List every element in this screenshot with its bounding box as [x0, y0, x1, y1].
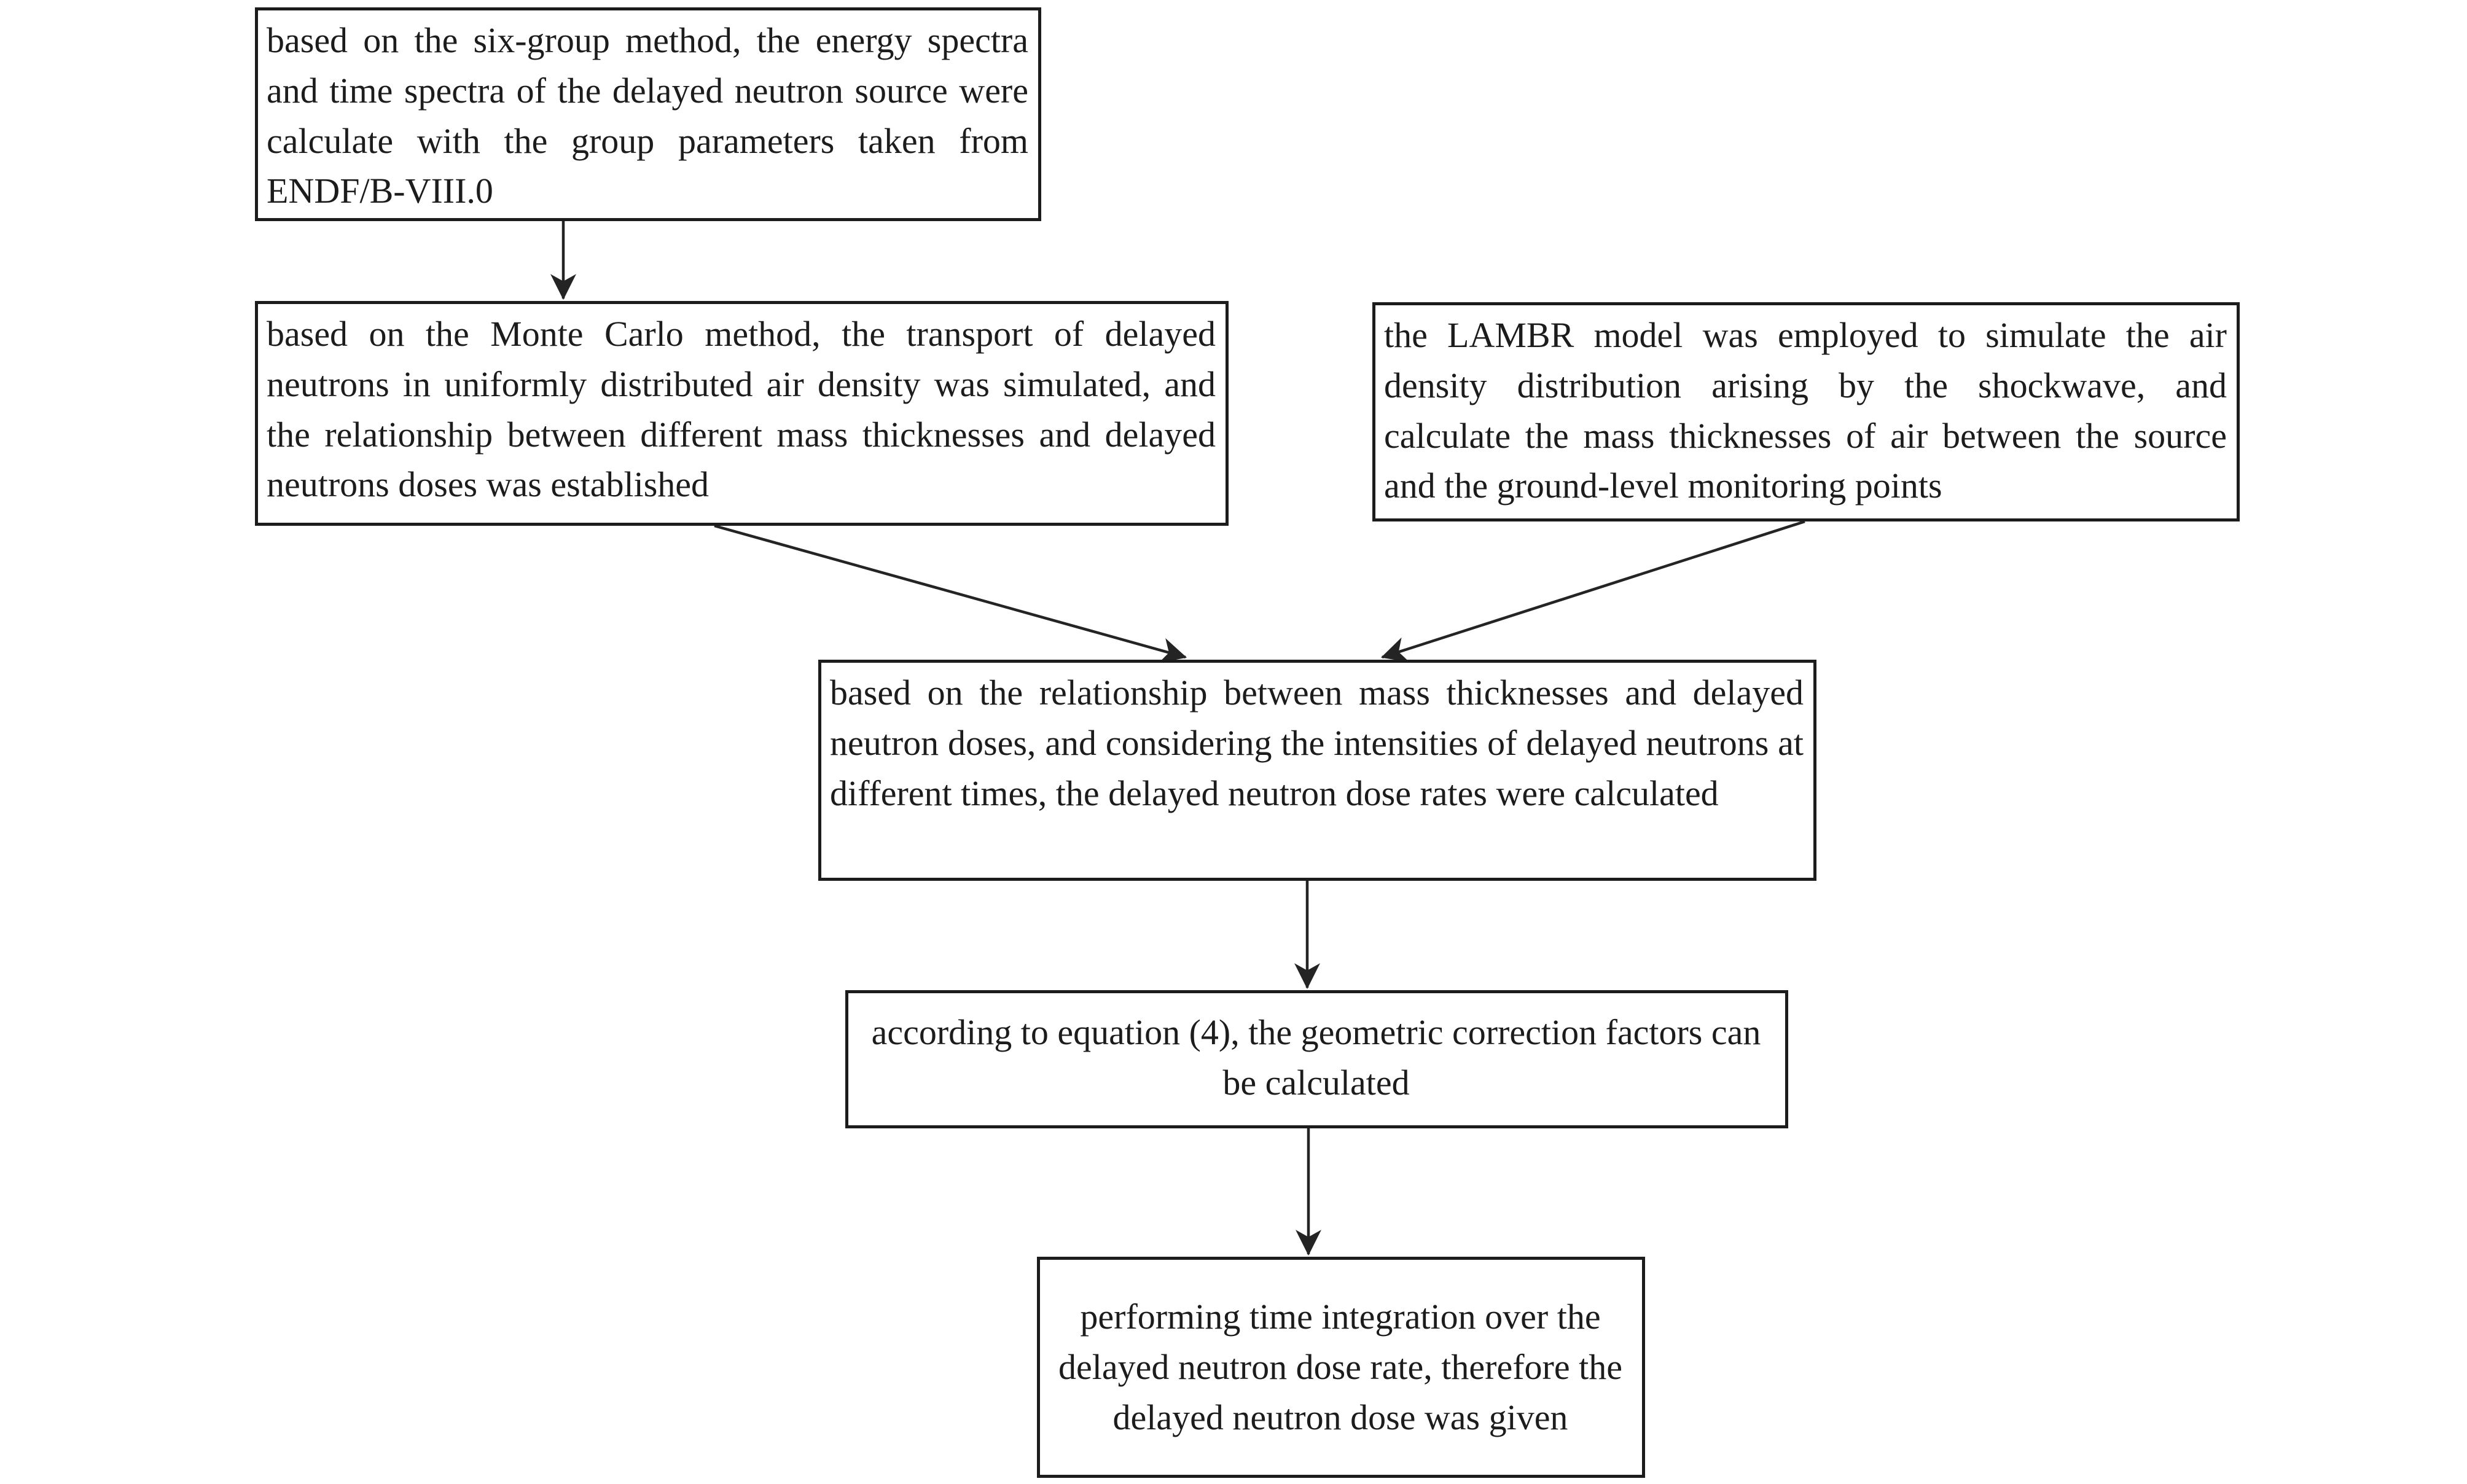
node-time-integration-text: performing time integration over the del… [1058, 1297, 1622, 1437]
node-geometric-correction-text: according to equation (4), the geometric… [871, 1012, 1761, 1103]
arrow-lambr-to-dose-rates [1381, 520, 1805, 662]
node-lambr-model-text: the LAMBR model was employed to simulate… [1384, 315, 2227, 506]
node-dose-rates-text: based on the relationship between mass t… [830, 673, 1804, 813]
node-six-group-method: based on the six-group method, the energ… [255, 7, 1041, 221]
node-monte-carlo-transport: based on the Monte Carlo method, the tra… [255, 301, 1229, 526]
arrow-monte-carlo-to-dose-rates [714, 524, 1187, 663]
node-lambr-model: the LAMBR model was employed to simulate… [1372, 302, 2240, 521]
node-six-group-method-text: based on the six-group method, the energ… [267, 20, 1028, 211]
node-dose-rates: based on the relationship between mass t… [818, 660, 1816, 881]
node-geometric-correction: according to equation (4), the geometric… [845, 990, 1788, 1128]
node-time-integration: performing time integration over the del… [1037, 1257, 1645, 1478]
node-monte-carlo-transport-text: based on the Monte Carlo method, the tra… [267, 314, 1216, 505]
